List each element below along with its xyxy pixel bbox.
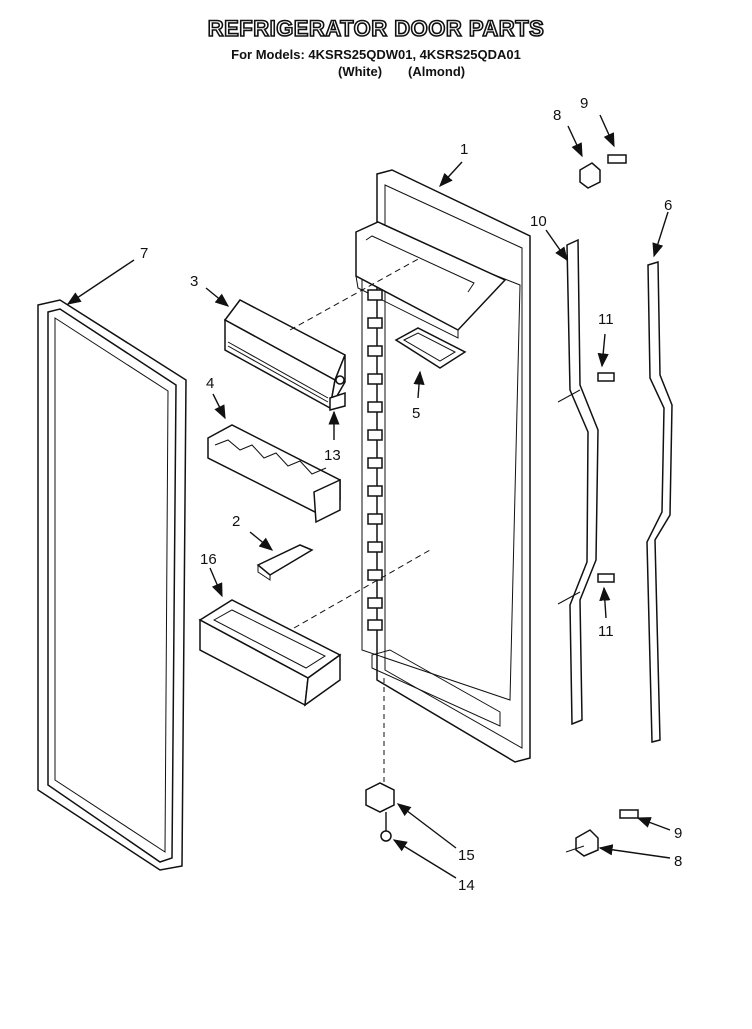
egg-bin: [207, 424, 341, 524]
callout-3: 3: [190, 273, 198, 290]
callout-7: 7: [140, 245, 148, 262]
door-hinge-screw-top: [607, 154, 627, 164]
callout-2: 2: [232, 513, 240, 530]
callout-14: 14: [458, 877, 475, 894]
door-trim-left: [566, 238, 599, 726]
callout-6: 6: [664, 197, 672, 214]
callout-9-top: 9: [580, 95, 588, 112]
callout-9-bottom: 9: [674, 825, 682, 842]
callout-15: 15: [458, 847, 475, 864]
door-stop-block: [365, 782, 395, 813]
door-hinge-bushing-bottom: [575, 829, 599, 857]
trim-screw-upper: [597, 372, 615, 382]
dairy-door-bracket: [256, 544, 314, 581]
callout-11-upper: 11: [598, 311, 614, 328]
callout-5: 5: [412, 405, 420, 422]
variant-white: (White): [338, 64, 383, 79]
callout-16: 16: [200, 551, 217, 568]
door-gasket: [37, 299, 187, 871]
dairy-door-tray: [394, 327, 467, 369]
callout-11-lower: 11: [598, 623, 614, 640]
liner-shelf-clips: [367, 289, 383, 631]
callout-8-top: 8: [553, 107, 561, 124]
door-hinge-screw-bottom: [619, 809, 639, 819]
trim-screw-lower: [597, 573, 615, 583]
callout-labels: 1 7 3 4 13 5 2 16 8 9 10 6 11 11 9 8 15 …: [140, 95, 682, 894]
callout-1: 1: [460, 141, 468, 158]
dairy-compartment: [223, 299, 346, 410]
callout-13: 13: [324, 447, 341, 464]
door-liner: [355, 169, 531, 763]
callout-4: 4: [206, 375, 214, 392]
leader-lines: [66, 114, 671, 879]
variant-almond: (Almond): [408, 64, 466, 79]
model-variants: (White) (Almond): [338, 64, 491, 79]
models-line: For Models: 4KSRS25QDW01, 4KSRS25QDA01: [231, 47, 521, 62]
door-stop-screw: [380, 812, 392, 842]
callout-10: 10: [530, 213, 547, 230]
diagram-title: REFRIGERATOR DOOR PARTS: [207, 15, 545, 42]
callout-8-bottom: 8: [674, 853, 682, 870]
door-trim-right: [646, 260, 673, 743]
door-shelf-bin: [198, 599, 342, 707]
door-hinge-bushing-top: [579, 162, 601, 189]
dairy-door-hinge-pin: [329, 391, 346, 411]
